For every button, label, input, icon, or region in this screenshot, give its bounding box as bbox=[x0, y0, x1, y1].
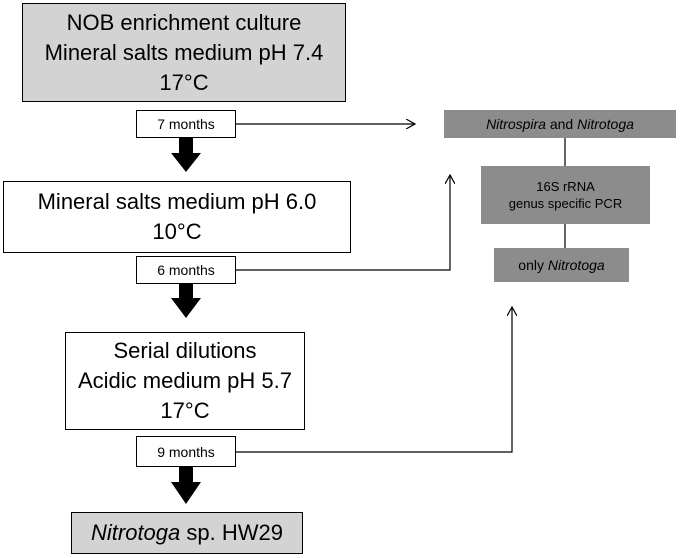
step-1-line-1: NOB enrichment culture bbox=[66, 9, 302, 35]
pcr-bottom-box: only Nitrotoga bbox=[494, 248, 629, 282]
step-enrichment-box: NOB enrichment culture Mineral salts med… bbox=[22, 3, 346, 102]
result-strain: sp. HW29 bbox=[180, 520, 283, 545]
pcr-top-genus-1: Nitrospira bbox=[486, 116, 546, 132]
step-2-line-2: 10°C bbox=[152, 219, 202, 244]
down-arrow-2 bbox=[171, 284, 201, 318]
pcr-method-line-2: genus specific PCR bbox=[508, 196, 623, 211]
pcr-method-line-1: 16S rRNA bbox=[536, 179, 595, 194]
step-ph6-box: Mineral salts medium pH 6.0 10°C bbox=[3, 181, 351, 253]
duration-6-months: 6 months bbox=[136, 256, 236, 284]
step-2-line-1: Mineral salts medium pH 6.0 bbox=[37, 189, 317, 214]
result-genus: Nitrotoga bbox=[91, 520, 181, 545]
result-box: Nitrotoga sp. HW29 bbox=[71, 512, 303, 554]
step-1-line-2: Mineral salts medium pH 7.4 bbox=[44, 39, 324, 65]
step-3-line-1: Serial dilutions bbox=[113, 338, 257, 363]
down-arrow-1 bbox=[171, 138, 201, 172]
step-3-line-3: 17°C bbox=[160, 398, 210, 423]
down-arrow-3 bbox=[171, 466, 201, 504]
duration-9-months: 9 months bbox=[136, 436, 236, 467]
step-1-line-3: 17°C bbox=[159, 69, 209, 95]
step-serial-dilution-box: Serial dilutions Acidic medium pH 5.7 17… bbox=[65, 332, 305, 430]
duration-7-months: 7 months bbox=[136, 110, 236, 138]
pcr-bottom-genus: Nitrotoga bbox=[547, 257, 605, 273]
pcr-method-box: 16S rRNA genus specific PCR bbox=[481, 166, 650, 224]
step-3-line-2: Acidic medium pH 5.7 bbox=[78, 368, 292, 393]
pcr-top-genus-2: Nitrotoga bbox=[577, 116, 634, 132]
pcr-top-box: Nitrospira and Nitrotoga bbox=[444, 110, 676, 138]
